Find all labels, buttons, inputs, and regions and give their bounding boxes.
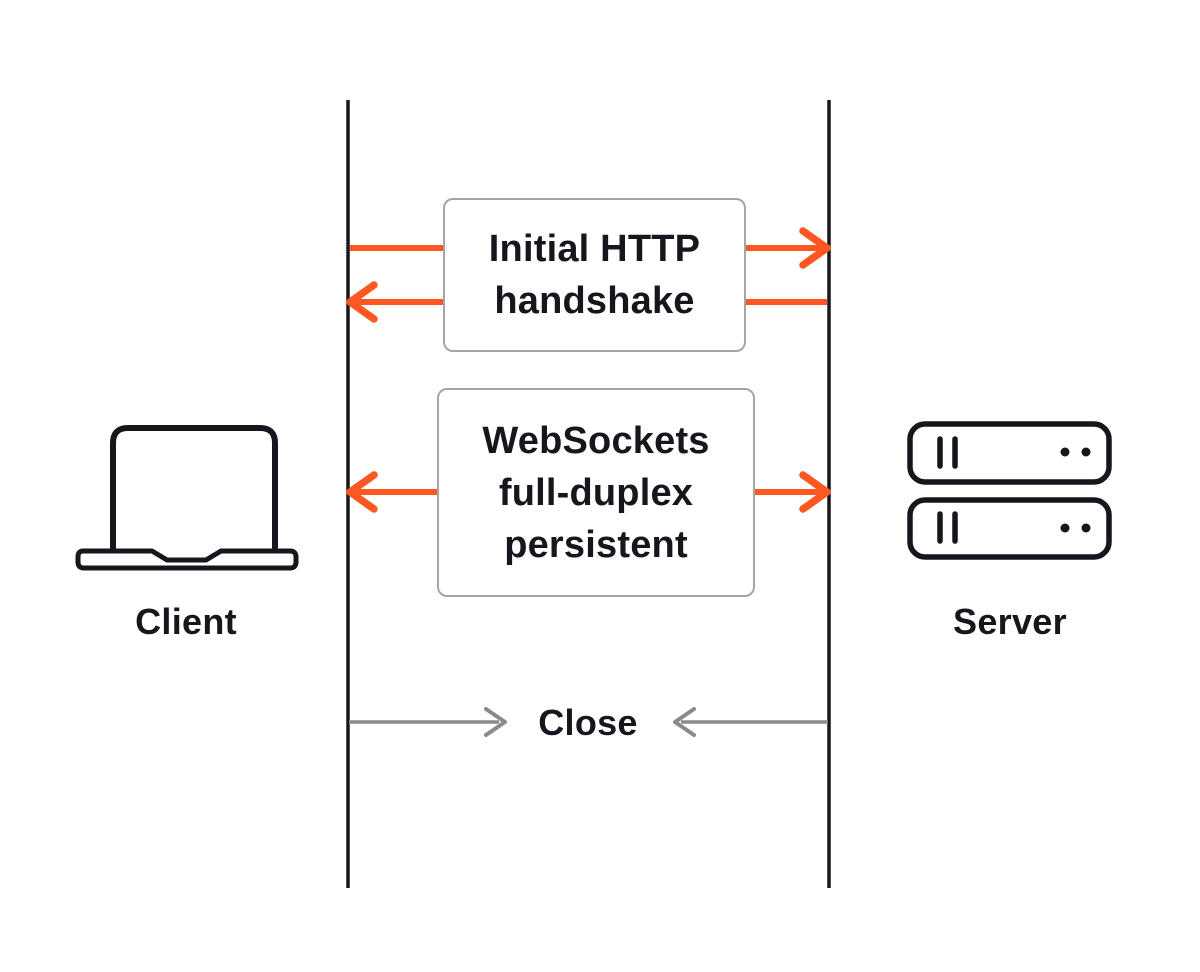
close-right-arrow (673, 707, 828, 737)
http-handshake-line-1: Initial HTTP (488, 228, 701, 270)
websockets-line-2: full-duplex (498, 471, 694, 514)
server-rack-icon (907, 421, 1112, 560)
server-label: Server (953, 601, 1067, 642)
laptop-icon (75, 425, 299, 571)
close-label: Close (538, 702, 638, 743)
websockets-line-1: WebSockets (482, 419, 710, 462)
http-handshake-box: Initial HTTP handshake (443, 198, 746, 352)
websockets-box: WebSockets full-duplex persistent (437, 388, 755, 597)
close-left-arrow (349, 707, 507, 737)
http-handshake-line-2: handshake (494, 280, 695, 322)
websockets-line-3: persistent (504, 523, 688, 566)
client-label: Client (135, 601, 237, 642)
